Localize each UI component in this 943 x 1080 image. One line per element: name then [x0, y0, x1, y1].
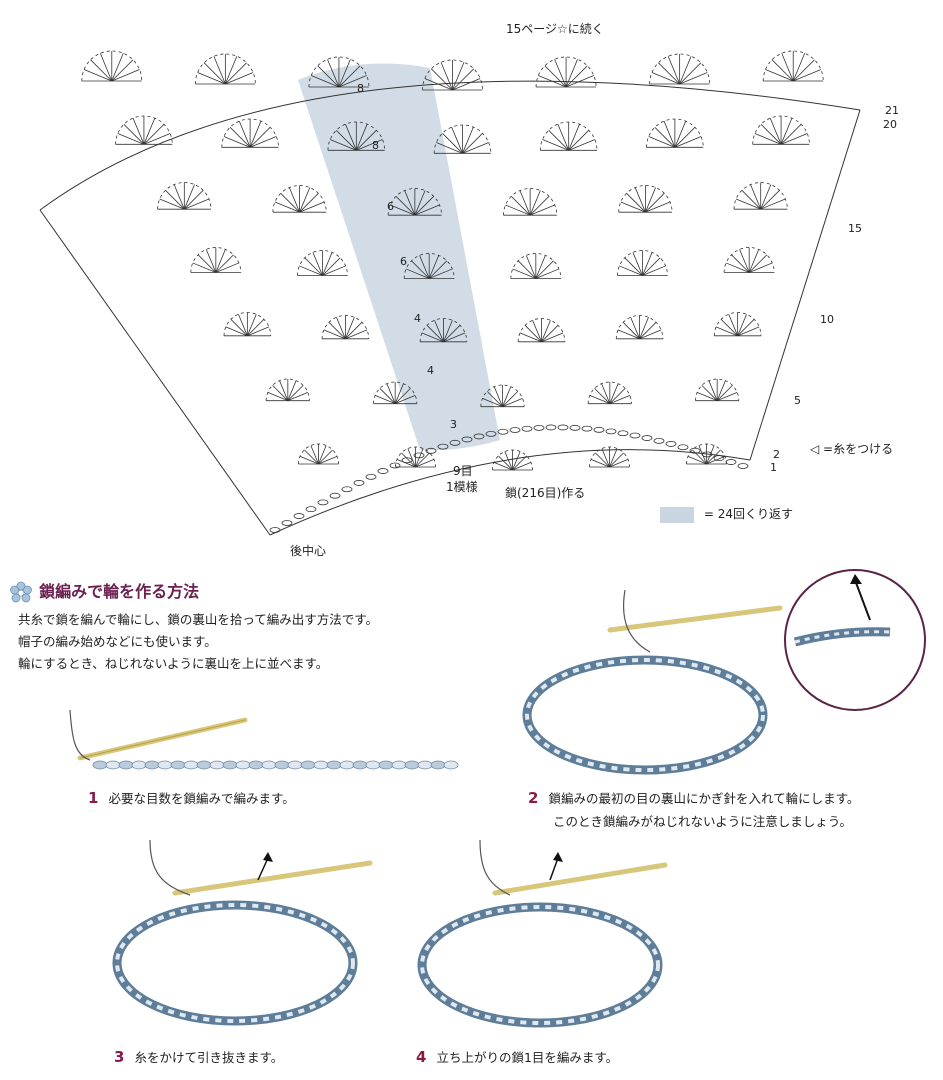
chain-count-label: 鎖(216目)作る — [505, 486, 586, 500]
step-illustrations — [69, 569, 926, 1028]
continue-note: 15ページ☆に続く — [506, 22, 604, 36]
row-label-15: 15 — [848, 222, 862, 235]
section-header: 鎖編みで輪を作る方法 — [8, 578, 199, 606]
row-label-20: 20 — [883, 118, 897, 131]
row-label-10: 10 — [820, 313, 834, 326]
repeat-num-row3: 3 — [450, 418, 457, 431]
repeat-legend-text: = 24回くり返す — [703, 507, 793, 521]
step-text-2: このとき鎖編みがねじれないように注意しましょう。 — [553, 814, 853, 829]
repeat-num-row6a: 6 — [387, 200, 394, 213]
row-label-2: 2 — [773, 448, 780, 461]
section-title: 鎖編みで輪を作る方法 — [39, 582, 200, 601]
step-2: 2 鎖編みの最初の目の裏山にかぎ針を入れて輪にします。 このとき鎖編みがねじれない… — [528, 788, 859, 830]
step-text: 糸をかけて引き抜きます。 — [134, 1050, 284, 1065]
description-line: 帽子の編み始めなどにも使います。 — [18, 634, 217, 649]
shell-stitch-fans — [81, 50, 824, 471]
step2-illustration — [522, 569, 926, 775]
step3-illustration — [112, 839, 373, 1026]
shade-swatch — [660, 506, 694, 523]
step-3: 3 糸をかけて引き抜きます。 — [114, 1047, 283, 1066]
flower-icon — [10, 581, 32, 602]
attach-yarn-legend: ◁ =糸をつける — [810, 442, 894, 456]
row-label-1: 1 — [770, 461, 777, 474]
repeat-num-row8a: 8 — [357, 82, 364, 95]
step-4: 4 立ち上がりの鎖1目を編みます。 — [416, 1047, 618, 1066]
repeat-num-row6b: 6 — [400, 255, 407, 268]
pattern-count: 9目 — [453, 464, 473, 478]
step-number: 4 — [416, 1048, 427, 1066]
description-line: 輪にするとき、ねじれないように裏山を上に並べます。 — [18, 656, 329, 671]
step-number: 1 — [88, 789, 99, 807]
section-description: 共糸で鎖を編んで輪にし、鎖の裏山を拾って編み出す方法です。 帽子の編み始めなどに… — [18, 609, 378, 675]
step-number: 3 — [114, 1048, 125, 1066]
repeat-num-row4b: 4 — [427, 364, 434, 377]
description-line: 共糸で鎖を編んで輪にし、鎖の裏山を拾って編み出す方法です。 — [18, 612, 379, 627]
row-label-5: 5 — [794, 394, 801, 407]
step-text: 鎖編みの最初の目の裏山にかぎ針を入れて輪にします。 — [548, 791, 860, 806]
pattern-unit: 1模様 — [446, 480, 478, 494]
back-center-label: 後中心 — [290, 544, 327, 558]
repeat-num-row4a: 4 — [414, 312, 421, 325]
step-text: 必要な目数を鎖編みで編みます。 — [108, 791, 295, 806]
crochet-chart — [39, 50, 861, 536]
step-number: 2 — [528, 789, 539, 807]
step-text: 立ち上がりの鎖1目を編みます。 — [436, 1050, 619, 1065]
step-1: 1 必要な目数を鎖編みで編みます。 — [88, 788, 295, 807]
repeat-shade-band — [298, 63, 500, 451]
chain-base — [269, 424, 749, 533]
step4-illustration — [417, 839, 668, 1028]
repeat-num-row8b: 8 — [372, 139, 379, 152]
row-label-21: 21 — [885, 104, 899, 117]
step1-illustration — [69, 709, 459, 770]
repeat-legend: = 24回くり返す — [660, 505, 793, 523]
